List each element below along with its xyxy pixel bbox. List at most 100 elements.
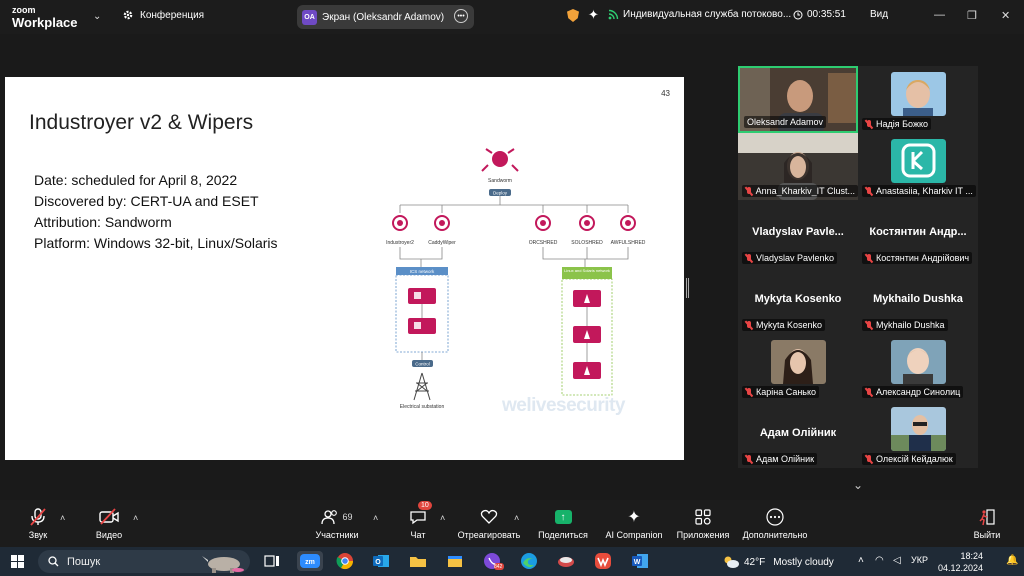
file-explorer-icon[interactable] bbox=[408, 551, 428, 571]
participant-name: Надія Божко bbox=[862, 118, 932, 130]
participant-tile[interactable]: Anastasiia, Kharkiv IT ... bbox=[858, 133, 978, 200]
audio-button[interactable]: Звук bbox=[0, 506, 78, 540]
language-indicator[interactable]: УКР bbox=[911, 555, 928, 565]
slide-line-date: Date: scheduled for April 8, 2022 bbox=[34, 172, 238, 188]
participants-count: 69 bbox=[342, 512, 353, 522]
meeting-toolbar: Звук ˄ Видео ˄ 69 Участники ˄ 10 Чат ˄ bbox=[0, 500, 1024, 547]
participant-tile[interactable]: Олексій Кейдалюк bbox=[858, 401, 978, 468]
view-menu[interactable]: Вид bbox=[870, 9, 888, 20]
participant-photo bbox=[891, 407, 946, 451]
close-icon[interactable]: ✕ bbox=[1001, 10, 1011, 22]
participant-tile[interactable]: Адам Олійник Адам Олійник bbox=[738, 401, 858, 468]
ai-sparkle-icon: ✦ bbox=[627, 509, 641, 526]
mic-muted-icon bbox=[865, 186, 873, 196]
streaming-service[interactable]: Индивидуальная служба потоково... bbox=[608, 9, 791, 20]
conference-label: Конференция bbox=[140, 9, 205, 21]
chat-button[interactable]: 10 Чат bbox=[378, 501, 458, 540]
orcshred-node: ORCSHRED bbox=[529, 215, 558, 246]
presenter-avatar: OA bbox=[302, 9, 317, 25]
taskbar-clock[interactable]: 18:24 04.12.2024 bbox=[929, 550, 983, 574]
chevron-down-icon[interactable]: ⌄ bbox=[853, 478, 864, 492]
ai-companion-button[interactable]: ✦ AI Companion bbox=[594, 506, 674, 540]
apps-button[interactable]: Приложения bbox=[663, 506, 743, 540]
participant-tile[interactable]: Mykyta Kosenko Mykyta Kosenko bbox=[738, 267, 858, 334]
participant-name: Костянтин Андрійович bbox=[862, 252, 973, 264]
resize-handle[interactable] bbox=[686, 278, 689, 298]
slide-line-attribution: Attribution: Sandworm bbox=[34, 214, 172, 230]
participant-tile[interactable]: Mykhailo Dushka Mykhailo Dushka bbox=[858, 267, 978, 334]
video-caret-icon[interactable]: ˄ bbox=[133, 513, 139, 523]
awfulshred-node: AWFULSHRED bbox=[611, 215, 646, 246]
wifi-icon[interactable]: ◠ bbox=[875, 555, 884, 566]
participant-tile[interactable]: Александр Синолиц bbox=[858, 334, 978, 401]
control-tag bbox=[412, 360, 433, 367]
chevron-down-icon[interactable]: ⌄ bbox=[93, 11, 102, 22]
windows-start-icon[interactable] bbox=[11, 555, 24, 568]
leave-icon bbox=[978, 506, 996, 528]
explorer-window-icon[interactable] bbox=[445, 551, 465, 571]
participant-tile[interactable]: Надія Божко bbox=[858, 66, 978, 133]
participant-name-text: Oleksandr Adamov bbox=[747, 117, 824, 127]
more-button[interactable]: Дополнительно bbox=[735, 506, 815, 540]
mic-muted-icon bbox=[745, 320, 753, 330]
participant-logo bbox=[891, 139, 946, 183]
chat-caret-icon[interactable]: ˄ bbox=[440, 513, 446, 523]
word-icon[interactable]: W bbox=[630, 551, 650, 571]
video-label: Видео bbox=[95, 530, 123, 540]
viber-icon[interactable]: 842 bbox=[482, 551, 504, 571]
participant-name: Mykhailo Dushka bbox=[862, 319, 948, 331]
participants-button[interactable]: 69 Участники bbox=[297, 506, 377, 540]
meeting-timer: 00:35:51 bbox=[793, 9, 846, 20]
edge-icon[interactable] bbox=[519, 551, 539, 571]
share-button[interactable]: ↑ Поделиться bbox=[523, 506, 603, 540]
weather-text: Mostly cloudy bbox=[773, 556, 834, 568]
speaker-icon[interactable]: ◁ bbox=[893, 555, 901, 566]
participant-tile[interactable]: Каріна Санько bbox=[738, 334, 858, 401]
rhino-illustration-icon bbox=[202, 555, 244, 573]
outlook-icon[interactable]: O bbox=[371, 551, 391, 571]
screen-share-pill[interactable]: OA Экран (Oleksandr Adamov) ••• bbox=[297, 5, 474, 29]
audio-caret-icon[interactable]: ˄ bbox=[60, 513, 66, 523]
tray-chevron-up-icon[interactable]: ˄ bbox=[858, 555, 864, 566]
participants-label: Участники bbox=[315, 530, 359, 540]
react-caret-icon[interactable]: ˄ bbox=[514, 513, 520, 523]
ai-sparkle-icon[interactable]: ✦ bbox=[588, 7, 599, 22]
deploy-tag bbox=[489, 189, 511, 196]
viber-badge: 842 bbox=[494, 564, 503, 570]
task-view-icon[interactable] bbox=[262, 551, 282, 571]
maximize-icon[interactable]: ❐ bbox=[967, 10, 977, 22]
clock-time: 18:24 bbox=[960, 551, 983, 561]
slide-number: 43 bbox=[661, 89, 670, 98]
participant-tile[interactable]: Костянтин Андр... Костянтин Андрійович bbox=[858, 200, 978, 267]
zoom-app-icon[interactable]: zm bbox=[297, 551, 323, 571]
participant-tile[interactable]: Anna_Kharkiv_IT Clust... bbox=[738, 133, 858, 200]
react-label: Отреагировать bbox=[457, 530, 521, 540]
search-icon bbox=[48, 556, 59, 567]
participant-tile[interactable]: Vladyslav Pavle... Vladyslav Pavlenko bbox=[738, 200, 858, 267]
participant-tile[interactable]: Oleksandr Adamov bbox=[738, 66, 858, 133]
mic-muted-icon bbox=[865, 454, 873, 464]
weather-temp: 42°F bbox=[744, 556, 766, 568]
wps-icon[interactable] bbox=[593, 551, 613, 571]
slide-line-platform: Platform: Windows 32-bit, Linux/Solaris bbox=[34, 235, 278, 251]
chrome-icon[interactable] bbox=[335, 551, 355, 571]
notification-bell-icon[interactable]: 🔔 bbox=[1006, 555, 1019, 566]
taskbar-search[interactable]: Пошук bbox=[38, 550, 250, 573]
participants-caret-icon[interactable]: ˄ bbox=[373, 513, 379, 523]
minimize-icon[interactable]: — bbox=[934, 9, 945, 21]
logo-line1: zoom bbox=[12, 5, 36, 15]
apps-icon bbox=[695, 506, 711, 528]
app-icon[interactable] bbox=[556, 551, 576, 571]
weather-widget[interactable]: 42°F Mostly cloudy bbox=[722, 555, 834, 569]
more-icon[interactable]: ••• bbox=[454, 9, 468, 23]
participant-photo bbox=[771, 340, 826, 384]
leave-button[interactable]: Выйти bbox=[947, 506, 1024, 540]
react-button[interactable]: Отреагировать bbox=[449, 506, 529, 540]
shared-screen-slide: 43 Industroyer v2 & Wipers Date: schedul… bbox=[5, 77, 684, 460]
share-label: Поделиться bbox=[538, 530, 588, 540]
participant-name-text: Anastasiia, Kharkiv IT ... bbox=[876, 186, 973, 196]
shield-icon[interactable] bbox=[567, 9, 579, 22]
conference-menu[interactable]: Конференция bbox=[122, 9, 204, 21]
video-button[interactable]: Видео bbox=[69, 506, 149, 540]
